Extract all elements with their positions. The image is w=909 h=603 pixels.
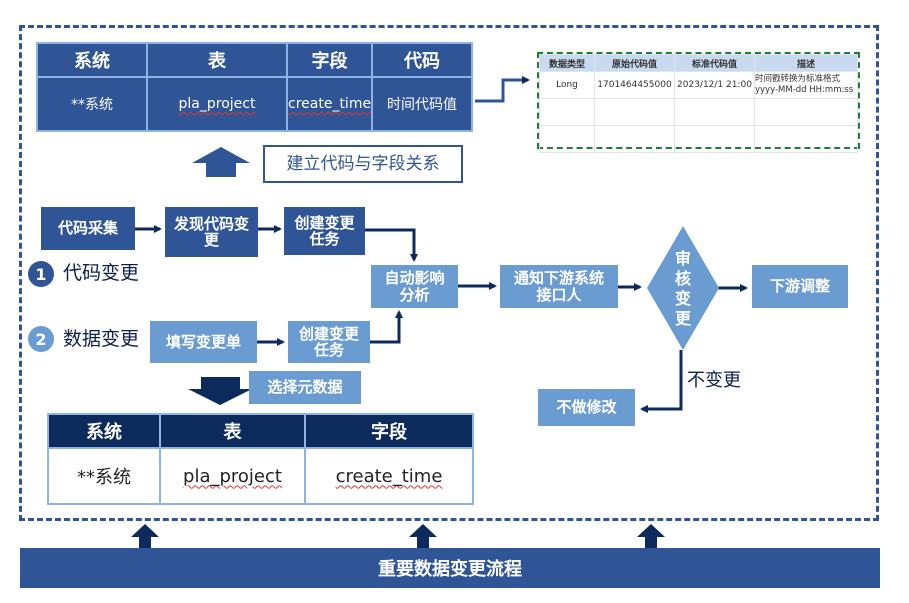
badge-2: 2 [28, 326, 54, 352]
footer-up-arrow-icon [409, 524, 437, 549]
header-system: 系统 [47, 413, 161, 449]
arrow-create-to-impact [365, 228, 418, 262]
step-find-code-change: 发现代码变更 [165, 207, 258, 257]
header-raw-value: 原始代码值 [594, 54, 675, 72]
down-arrow-icon [188, 377, 252, 405]
bottom-metadata-table: 系统 表 字段 **系统 pla_project create_time [47, 413, 474, 505]
header-std-value: 标准代码值 [674, 54, 755, 72]
badge-1: 1 [28, 261, 54, 287]
review-diamond [647, 226, 719, 350]
review-label: 审核变更 [674, 249, 691, 328]
up-arrow-icon [192, 147, 250, 177]
code-change-label: 代码变更 [63, 262, 140, 284]
arrow-review-to-nomodify [640, 350, 683, 413]
footer-up-arrow-icon [637, 524, 665, 549]
cell-table: pla_project [178, 96, 256, 112]
table-row: Long 1701464455000 2023/12/1 21:00 时间戳转换… [539, 71, 858, 99]
cell-table: pla_project [183, 465, 282, 487]
header-system: 系统 [36, 42, 148, 78]
footer-title: 重要数据变更流程 [20, 548, 880, 588]
step-create-task-1: 创建变更任务 [284, 207, 365, 255]
top-mapping-table: 系统 表 字段 代码 **系统 pla_project create_time … [36, 42, 473, 132]
cell-field: create_time [335, 465, 443, 487]
step-notify: 通知下游系统接口人 [500, 265, 618, 308]
header-table: 表 [159, 413, 306, 449]
header-code: 代码 [371, 42, 473, 78]
cell-code: 时间代码值 [371, 76, 473, 132]
cell-std-value: 2023/12/1 21:00 [674, 71, 755, 99]
cell-system: **系统 [36, 76, 148, 132]
footer-up-arrow-icon [131, 524, 159, 549]
arrow-to-code-table [475, 76, 530, 103]
select-metadata-label: 选择元数据 [249, 371, 361, 404]
cell-system: **系统 [47, 447, 161, 505]
step-downstream-adjust: 下游调整 [752, 265, 848, 308]
cell-field: create_time [288, 96, 372, 112]
step-code-collect: 代码采集 [41, 207, 135, 250]
code-value-table: 数据类型 原始代码值 标准代码值 描述 Long 1701464455000 2… [537, 52, 860, 153]
step-create-task-2: 创建变更任务 [288, 321, 370, 363]
data-change-label: 数据变更 [63, 328, 140, 350]
step-impact-analysis: 自动影响分析 [371, 265, 458, 308]
build-relation-label: 建立代码与字段关系 [263, 145, 463, 183]
arrow-create2-to-impact [370, 310, 403, 344]
table-row [539, 125, 858, 153]
process-frame [19, 25, 879, 521]
step-no-modify: 不做修改 [538, 389, 635, 426]
header-field: 字段 [304, 413, 474, 449]
step-fill-form: 填写变更单 [150, 321, 257, 363]
header-table: 表 [146, 42, 288, 78]
header-field: 字段 [285, 42, 374, 78]
no-change-label: 不变更 [687, 370, 741, 391]
